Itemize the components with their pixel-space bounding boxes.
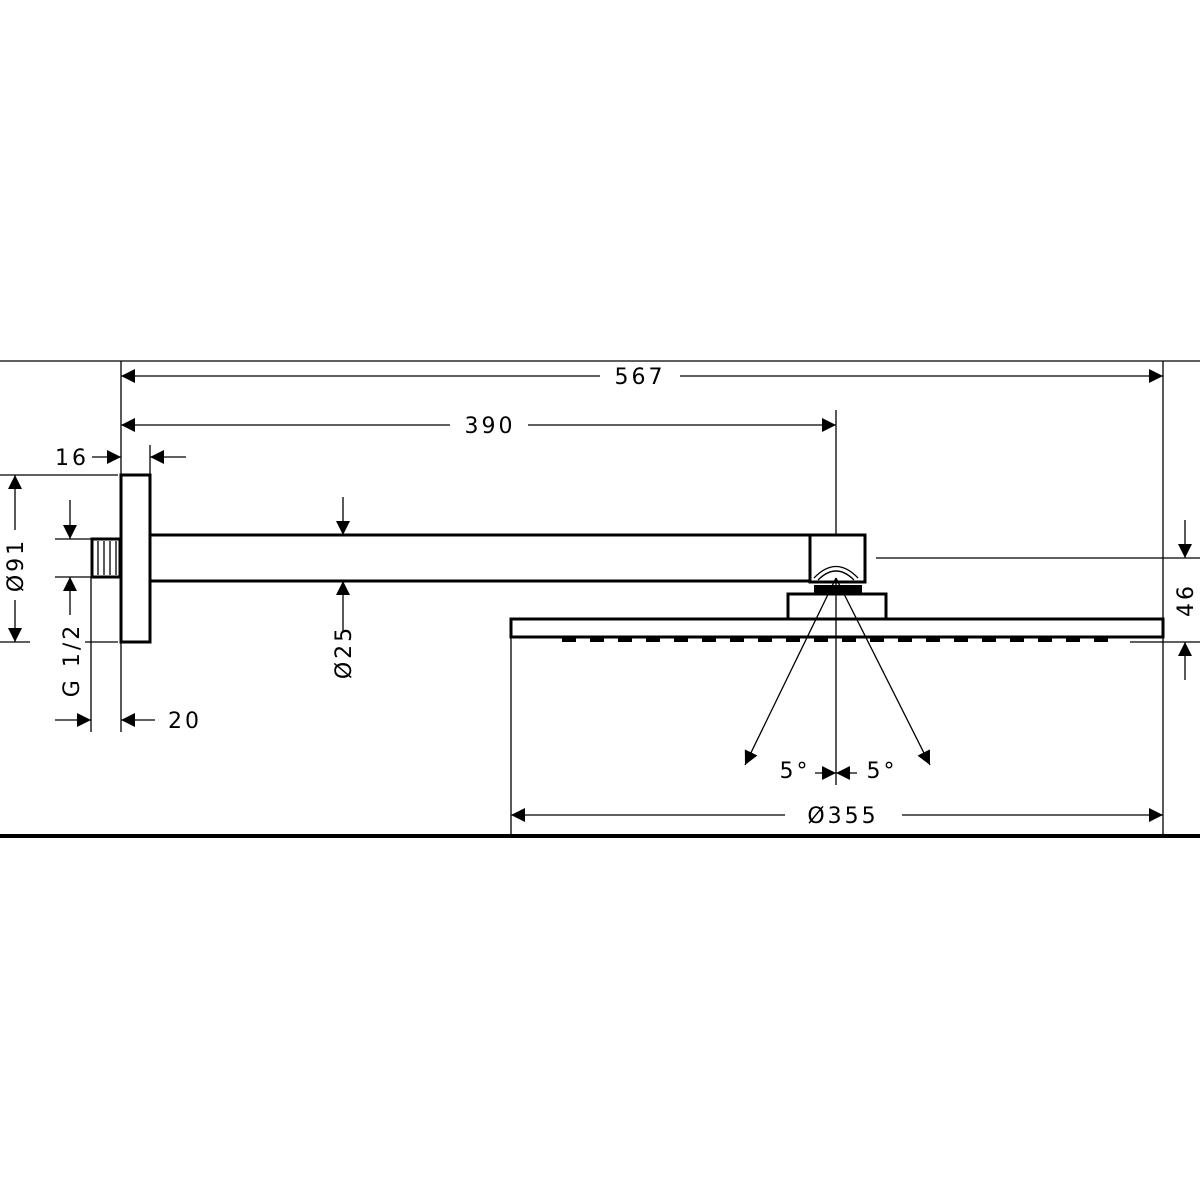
dim-head-diameter: Ø355 [807, 804, 878, 829]
elbow-joint [808, 533, 867, 584]
dim-arm-diameter: Ø25 [332, 625, 357, 679]
joint-neck [814, 585, 862, 593]
nozzle [618, 637, 632, 642]
wall-flange [119, 473, 152, 644]
spray-angle-lines [744, 577, 931, 780]
dim-arm-length: 390 [465, 414, 516, 439]
extension-lines [0, 361, 1200, 836]
thread-hatching [97, 541, 117, 575]
nozzle [702, 637, 716, 642]
nozzle [898, 637, 912, 642]
nozzle [562, 637, 576, 642]
nozzle [646, 637, 660, 642]
nozzle [786, 637, 800, 642]
dim-spray-angle-left: 5° [780, 759, 811, 784]
connection-nut [786, 592, 888, 621]
nozzles [562, 637, 1108, 642]
nozzle [926, 637, 940, 642]
ball-joint [813, 565, 859, 581]
shower-arm [150, 533, 810, 583]
nozzle [1066, 637, 1080, 642]
nozzle [814, 637, 828, 642]
nozzle [590, 637, 604, 642]
shower-arm-assembly [90, 473, 1165, 644]
dim-thread: G 1/2 [60, 623, 85, 697]
dim-flange-diameter: Ø91 [4, 538, 29, 592]
shower-head-plate [509, 617, 1165, 639]
dim-head-height: 46 [1174, 583, 1199, 617]
dim-flange-depth: 16 [55, 446, 89, 471]
dim-overall-length: 567 [615, 365, 666, 390]
nozzle [1010, 637, 1024, 642]
nozzle [1094, 637, 1108, 642]
nozzle [982, 637, 996, 642]
nozzle [870, 637, 884, 642]
nozzle [954, 637, 968, 642]
nozzle [674, 637, 688, 642]
dim-spray-angle-right: 5° [867, 759, 898, 784]
nozzle [1038, 637, 1052, 642]
nozzle [842, 637, 856, 642]
dim-thread-offset: 20 [168, 709, 202, 734]
nozzle [758, 637, 772, 642]
nozzle [730, 637, 744, 642]
dimension-lines [7, 369, 1192, 822]
